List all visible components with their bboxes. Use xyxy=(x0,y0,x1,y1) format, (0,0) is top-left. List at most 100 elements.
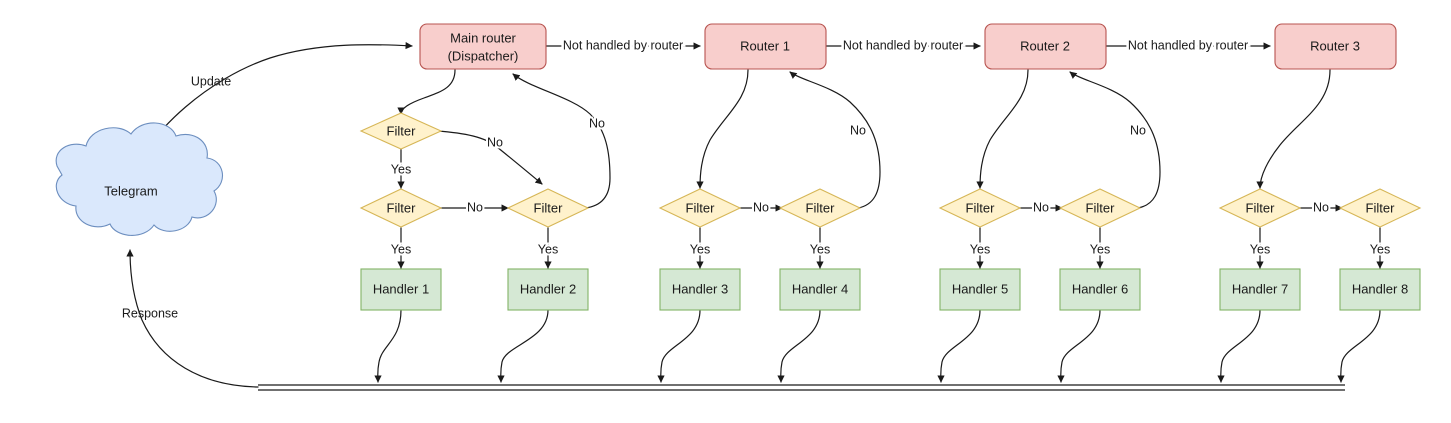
filter-node-6[interactable]: Filter xyxy=(1058,188,1142,228)
filter-6-label: Filter xyxy=(1086,200,1116,215)
edge-response xyxy=(126,249,259,388)
edge-filter-2-no-back-to-mainrouter xyxy=(512,73,611,209)
main-router-box xyxy=(419,23,547,70)
edge-label-update: Update xyxy=(191,74,231,88)
handler-node-2[interactable]: Handler 2 xyxy=(507,268,589,311)
handler-7-box xyxy=(1219,268,1301,311)
router-node-3[interactable]: Router 3 xyxy=(1274,23,1397,70)
handler-node-7[interactable]: Handler 7 xyxy=(1219,268,1301,311)
router-1-label: Router 1 xyxy=(740,38,790,53)
edge-label-yes-filter-4: Yes xyxy=(810,242,830,256)
filter-1-shape xyxy=(359,188,443,228)
telegram-cloud-node[interactable]: Telegram xyxy=(55,122,223,236)
handler-node-3[interactable]: Handler 3 xyxy=(659,268,741,311)
edge-filter-6-no-back-to-router2 xyxy=(1069,71,1161,209)
handler-node-8[interactable]: Handler 8 xyxy=(1339,268,1421,311)
edge-router2-to-filter-5 xyxy=(976,69,1029,189)
handler-node-6[interactable]: Handler 6 xyxy=(1059,268,1141,311)
handler-6-box xyxy=(1059,268,1141,311)
edge-label-yes-filter-3: Yes xyxy=(690,242,710,256)
filter-node-5[interactable]: Filter xyxy=(938,188,1022,228)
edge-filter-top-1-no xyxy=(436,130,543,185)
edge-router3-to-filter-7 xyxy=(1256,69,1331,189)
edge-label-no-filter-7: No xyxy=(1313,200,1329,214)
filter-2-label: Filter xyxy=(534,200,564,215)
filter-node-1[interactable]: Filter xyxy=(359,188,443,228)
edge-label-response: Response xyxy=(122,306,178,320)
edge-labels-layer: Update Response Not handled by router No… xyxy=(122,36,1392,321)
edge-router1-to-filter-3 xyxy=(696,69,749,189)
handler-3-box xyxy=(659,268,741,311)
edge-handler-7-to-bus xyxy=(1217,309,1261,383)
handler-3-label: Handler 3 xyxy=(672,281,728,296)
filter-2-shape xyxy=(506,188,590,228)
filter-7-shape xyxy=(1218,188,1302,228)
router-3-box xyxy=(1274,23,1397,70)
edge-handler-5-to-bus xyxy=(937,309,981,383)
edge-label-yes-filter-2: Yes xyxy=(538,242,558,256)
filter-3-shape xyxy=(658,188,742,228)
handler-1-box xyxy=(360,268,442,311)
handler-6-label: Handler 6 xyxy=(1072,281,1128,296)
handler-5-label: Handler 5 xyxy=(952,281,1008,296)
handler-7-label: Handler 7 xyxy=(1232,281,1288,296)
edge-label-yes-filter-top-1: Yes xyxy=(391,162,411,176)
filter-node-2[interactable]: Filter xyxy=(506,188,590,228)
handler-node-5[interactable]: Handler 5 xyxy=(939,268,1021,311)
edge-label-not-handled-1: Not handled by router xyxy=(563,38,683,52)
router-2-label: Router 2 xyxy=(1020,38,1070,53)
handler-5-box xyxy=(939,268,1021,311)
main-router-label-line2: (Dispatcher) xyxy=(448,48,519,63)
edge-label-not-handled-3: Not handled by router xyxy=(1128,38,1248,52)
filter-top-1-label: Filter xyxy=(387,123,417,138)
filter-6-shape xyxy=(1058,188,1142,228)
handler-node-1[interactable]: Handler 1 xyxy=(360,268,442,311)
edge-mainrouter-to-filter-top-1 xyxy=(397,69,456,115)
edge-label-yes-filter-7: Yes xyxy=(1250,242,1270,256)
filter-3-label: Filter xyxy=(686,200,716,215)
edge-label-no-filter-top-1: No xyxy=(487,135,503,149)
filter-node-top-1[interactable]: Filter xyxy=(359,112,443,150)
filter-5-shape xyxy=(938,188,1022,228)
filter-node-3[interactable]: Filter xyxy=(658,188,742,228)
router-node-1[interactable]: Router 1 xyxy=(704,23,827,70)
edge-label-yes-filter-6: Yes xyxy=(1090,242,1110,256)
edge-label-no-back-to-mainrouter: No xyxy=(589,116,605,130)
filter-top-1-shape xyxy=(359,112,443,150)
edge-label-no-filter-5: No xyxy=(1033,200,1049,214)
router-2-box xyxy=(984,23,1107,70)
filter-node-4[interactable]: Filter xyxy=(778,188,862,228)
filter-5-label: Filter xyxy=(966,200,996,215)
handler-1-label: Handler 1 xyxy=(373,281,429,296)
edge-handler-6-to-bus xyxy=(1057,309,1101,383)
telegram-label: Telegram xyxy=(104,183,157,198)
filter-node-7[interactable]: Filter xyxy=(1218,188,1302,228)
edge-handler-4-to-bus xyxy=(777,309,821,383)
edge-label-not-handled-2: Not handled by router xyxy=(843,38,963,52)
edge-handler-8-to-bus xyxy=(1337,309,1381,383)
router-node-2[interactable]: Router 2 xyxy=(984,23,1107,70)
router-3-label: Router 3 xyxy=(1310,38,1360,53)
edge-handler-3-to-bus xyxy=(657,309,701,383)
handler-2-box xyxy=(507,268,589,311)
edge-label-no-back-to-router2: No xyxy=(1130,123,1146,137)
edge-filter-4-no-back-to-router1 xyxy=(789,71,881,209)
edge-label-yes-filter-1: Yes xyxy=(391,242,411,256)
edge-label-yes-filter-5: Yes xyxy=(970,242,990,256)
handler-node-4[interactable]: Handler 4 xyxy=(779,268,861,311)
edges-layer xyxy=(126,42,1384,391)
filter-8-shape xyxy=(1338,188,1422,228)
main-router-label-line1: Main router xyxy=(450,30,516,45)
filter-node-8[interactable]: Filter xyxy=(1338,188,1422,228)
handler-8-box xyxy=(1339,268,1421,311)
edge-label-yes-filter-8: Yes xyxy=(1370,242,1390,256)
cloud-icon xyxy=(55,122,223,236)
edge-label-no-filter-1: No xyxy=(467,200,483,214)
filter-7-label: Filter xyxy=(1246,200,1276,215)
edge-handler-1-to-bus xyxy=(374,309,402,383)
handler-2-label: Handler 2 xyxy=(520,281,576,296)
filter-1-label: Filter xyxy=(387,200,417,215)
handler-4-label: Handler 4 xyxy=(792,281,848,296)
router-node-main[interactable]: Main router (Dispatcher) xyxy=(419,23,547,70)
